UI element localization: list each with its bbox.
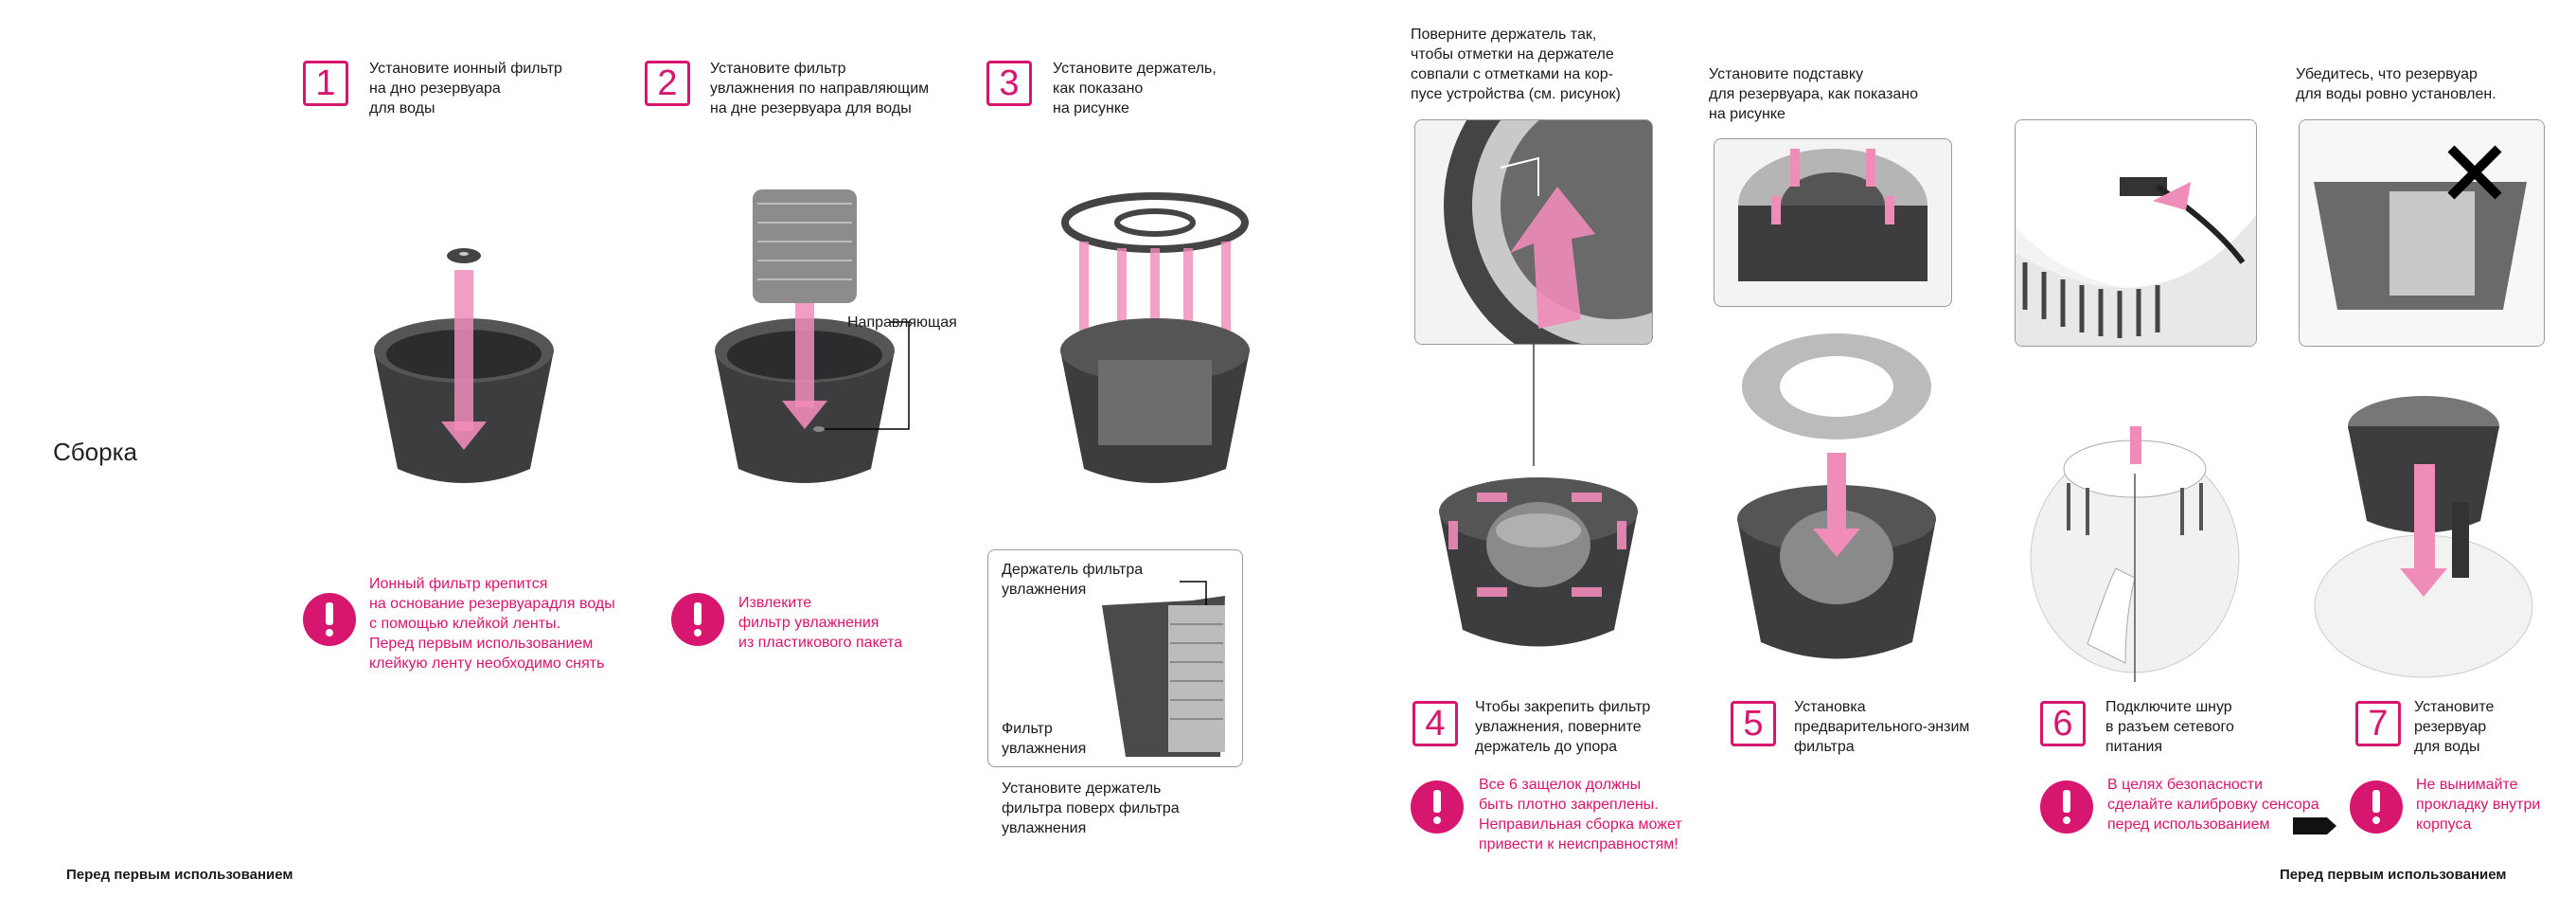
step-2-number: 2 bbox=[645, 61, 690, 106]
warning-text-7: Не вынимайте прокладку внутри корпуса bbox=[2416, 777, 2541, 833]
step-4-text: Чтобы закрепить фильтр увлажнения, повер… bbox=[1475, 699, 1651, 755]
tank-illustration-3 bbox=[1060, 192, 1250, 483]
arrow-tag-icon bbox=[2293, 817, 2336, 834]
step-5-top-caption: Установите подставку для резервуара, как… bbox=[1709, 66, 1919, 122]
footer-left: Перед первым использованием bbox=[66, 867, 293, 883]
inset-frame: Держатель фильтра увлажнения Фильтр увла… bbox=[987, 549, 1243, 767]
step-3-text: Установите держатель, как показано на ри… bbox=[1053, 61, 1217, 117]
warning-text-2: Извлеките фильтр увлажнения из пластиков… bbox=[738, 595, 903, 651]
warning-text-6: В целях безопасности сделайте калибровку… bbox=[2107, 777, 2319, 833]
warning-icon-7 bbox=[2350, 780, 2403, 834]
tank-illustration-4 bbox=[1439, 477, 1638, 647]
step-7-top-caption: Убедитесь, что резервуар для воды ровно … bbox=[2296, 66, 2496, 102]
step-1-number: 1 bbox=[303, 61, 348, 106]
inset-caption: Установите держатель фильтра поверх филь… bbox=[1002, 780, 1180, 836]
step-3-number: 3 bbox=[986, 61, 1032, 106]
inset-illustration bbox=[1102, 581, 1225, 757]
step-7-photo bbox=[2299, 119, 2545, 347]
warning-text-4: Все 6 защелок должны быть плотно закрепл… bbox=[1479, 777, 1682, 852]
warning-icon-2 bbox=[671, 593, 724, 646]
warning-icon-6 bbox=[2040, 780, 2093, 834]
step-2-text: Установите фильтр увлажнения по направля… bbox=[710, 61, 930, 117]
tank-illustration-5 bbox=[1737, 333, 1936, 659]
step-4-top-caption: Поверните держатель так, чтобы отметки н… bbox=[1411, 27, 1621, 102]
step-6-number: 6 bbox=[2040, 701, 2086, 746]
inset-holder-label: Держатель фильтра увлажнения bbox=[1002, 562, 1144, 598]
page-title: Сборка bbox=[53, 438, 137, 466]
step-7-text: Установите резервуар для воды bbox=[2414, 699, 2495, 755]
step-4-photo bbox=[1414, 119, 1653, 345]
inset-filter-label: Фильтр увлажнения bbox=[1002, 721, 1087, 757]
step-5-text: Установка предварительного-энзим фильтра bbox=[1794, 699, 1970, 755]
footer-right: Перед первым использованием bbox=[2280, 867, 2507, 883]
step-5-photo bbox=[1714, 138, 1952, 307]
step-6-text: Подключите шнур в разъем сетевого питани… bbox=[2105, 699, 2234, 755]
guide-label: Направляющая bbox=[847, 314, 957, 331]
warning-text-1: Ионный фильтр крепится на основание резе… bbox=[369, 576, 615, 672]
tank-illustration-1 bbox=[374, 248, 554, 483]
step-5-number: 5 bbox=[1731, 701, 1776, 746]
step-1-text: Установите ионный фильтр на дно резервуа… bbox=[369, 61, 562, 117]
device-illustration-6 bbox=[2030, 426, 2240, 682]
warning-icon-1 bbox=[303, 593, 356, 646]
warning-icon-4 bbox=[1411, 780, 1464, 834]
connector-line-4 bbox=[1533, 343, 1535, 466]
step-6-photo bbox=[2015, 119, 2257, 347]
tank-illustration-7 bbox=[2314, 396, 2533, 678]
step-4-number: 4 bbox=[1412, 701, 1458, 746]
tank-illustration-2 bbox=[715, 189, 910, 483]
step-7-number: 7 bbox=[2355, 701, 2401, 746]
